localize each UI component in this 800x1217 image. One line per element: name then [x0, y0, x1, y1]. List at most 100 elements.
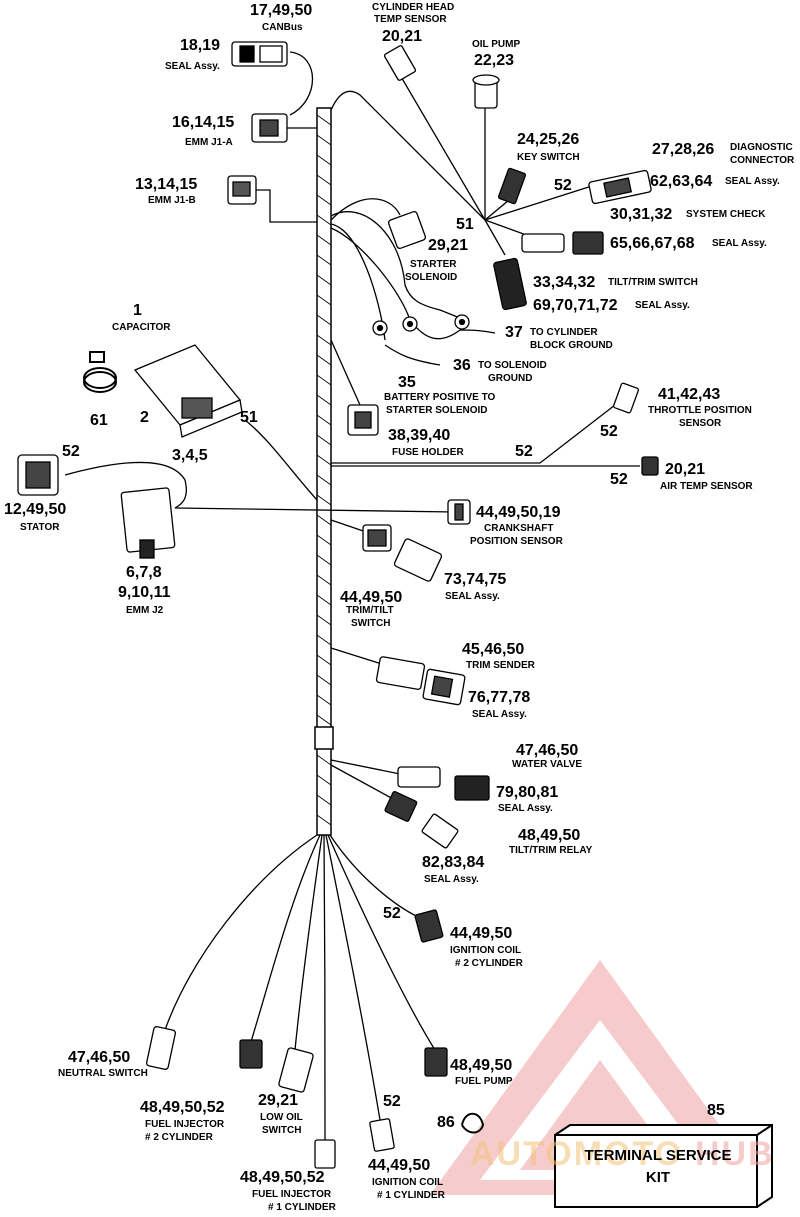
ref-86: 86: [437, 1114, 455, 1131]
system-check-number: 30,31,32: [610, 206, 673, 223]
seal-18-number: 18,19: [180, 37, 221, 54]
emm-j2-number-2: 9,10,11: [118, 584, 171, 601]
coil1-caption-2: # 1 CYLINDER: [377, 1190, 445, 1201]
starter-solenoid-connector: [387, 210, 427, 250]
diagnostic-caption-1: DIAGNOSTIC: [730, 142, 793, 153]
capacitor-number: 1: [133, 302, 142, 319]
tps-connector: [613, 382, 639, 414]
terminal-kit-title-2: KIT: [645, 1169, 671, 1186]
emm-j2-caption: EMM J2: [126, 605, 164, 616]
seal-79-number: 79,80,81: [496, 784, 559, 801]
low-oil-switch: [278, 1047, 314, 1093]
coil2-caption-1: IGNITION COIL: [450, 945, 522, 956]
seal-73-caption: SEAL Assy.: [445, 591, 500, 602]
oil-pump-caption: OIL PUMP: [472, 39, 521, 50]
ref-2: 2: [140, 409, 149, 426]
block-ground-number: 37: [505, 324, 523, 341]
fuel-pump-connector: [424, 1047, 448, 1077]
terminal-kit-box: [554, 1124, 773, 1208]
low-oil-caption-2: SWITCH: [262, 1125, 302, 1136]
coil2-number: 44,49,50: [450, 925, 513, 942]
trim-tilt-switch-caption-2: SWITCH: [351, 618, 391, 629]
diagnostic-number: 27,28,26: [652, 141, 715, 158]
injector2-caption-1: FUEL INJECTOR: [145, 1119, 225, 1130]
crankshaft-sensor: [447, 499, 471, 525]
injector2-caption-2: # 2 CYLINDER: [145, 1132, 213, 1143]
key-switch-connector: [497, 167, 527, 205]
relay-connector: [384, 790, 459, 849]
ref-52-diagnostic: 52: [554, 177, 572, 194]
seal-73-number: 73,74,75: [444, 571, 507, 588]
air-temp-connector: [641, 456, 659, 476]
diag-seal-caption: SEAL Assy.: [725, 176, 780, 187]
coil1-number: 44,49,50: [368, 1157, 431, 1174]
seal-73-connector: [393, 538, 443, 582]
starter-number: 29,21: [428, 237, 469, 254]
coil1-connector: [369, 1118, 395, 1152]
block-ground-caption-2: BLOCK GROUND: [530, 340, 613, 351]
starter-caption-1: STARTER: [410, 259, 457, 270]
block-ground-caption-1: TO CYLINDER: [530, 327, 598, 338]
canbus-number: 17,49,50: [250, 2, 313, 19]
emm-j1b-connector: [227, 175, 257, 205]
oil-pump-connector: [472, 74, 500, 109]
seal-76-caption: SEAL Assy.: [472, 709, 527, 720]
trim-tilt-switch-connector: [362, 524, 392, 552]
trim-sender-number: 45,46,50: [462, 641, 525, 658]
canbus-caption: CANBus: [262, 22, 303, 33]
tilt-seal-caption: SEAL Assy.: [635, 300, 690, 311]
ref-61: 61: [90, 412, 108, 429]
emm-j1a-number: 16,14,15: [172, 114, 235, 131]
ref-52-tps: 52: [600, 423, 618, 440]
battery-number: 35: [398, 374, 416, 391]
relay-number: 48,49,50: [518, 827, 581, 844]
fuel-pump-caption: FUEL PUMP: [455, 1076, 513, 1087]
coil1-caption-1: IGNITION COIL: [372, 1177, 444, 1188]
connector-shapes: [17, 41, 773, 1208]
emm-j2-connector: [120, 487, 176, 559]
fuse-holder: [347, 404, 379, 436]
injector2-connector: [239, 1039, 263, 1069]
seal-79-caption: SEAL Assy.: [498, 803, 553, 814]
main-harness-trunk: [314, 107, 334, 836]
terminal-kit-title-1: TERMINAL SERVICE: [584, 1147, 732, 1164]
tilt-seal-number: 69,70,71,72: [533, 297, 618, 314]
fuse-holder-number: 38,39,40: [388, 427, 451, 444]
oil-pump-number: 22,23: [474, 52, 515, 69]
seal-76-number: 76,77,78: [468, 689, 531, 706]
water-valve-number: 47,46,50: [516, 742, 579, 759]
injector1-connector: [314, 1139, 336, 1169]
ref-52-coil1: 52: [383, 1093, 401, 1110]
low-oil-caption-1: LOW OIL: [260, 1112, 303, 1123]
injector1-caption-1: FUEL INJECTOR: [252, 1189, 332, 1200]
trim-sender-connector: [375, 656, 466, 706]
capacitor-body: [133, 344, 243, 438]
injector1-caption-2: # 1 CYLINDER: [268, 1202, 336, 1213]
cht-number: 20,21: [382, 28, 423, 45]
ref-52-coil2: 52: [383, 905, 401, 922]
emm-j2-number-1: 6,7,8: [126, 564, 162, 581]
air-temp-caption: AIR TEMP SENSOR: [660, 481, 753, 492]
tilt-trim-switch-caption: TILT/TRIM SWITCH: [608, 277, 698, 288]
water-valve-caption: WATER VALVE: [512, 759, 582, 770]
diagnostic-connector: [588, 169, 652, 205]
ring-terminals: [372, 314, 470, 336]
system-check-connector: [521, 231, 604, 255]
diagnostic-caption-2: CONNECTOR: [730, 155, 795, 166]
solenoid-ground-caption-2: GROUND: [488, 373, 533, 384]
water-valve-connector: [397, 766, 490, 801]
starter-caption-2: SOLENOID: [405, 272, 458, 283]
injector2-number: 48,49,50,52: [140, 1099, 225, 1116]
ref-52-air: 52: [610, 471, 628, 488]
seal-82-number: 82,83,84: [422, 854, 485, 871]
injector1-number: 48,49,50,52: [240, 1169, 325, 1186]
neutral-switch-number: 47,46,50: [68, 1049, 131, 1066]
coil2-caption-2: # 2 CYLINDER: [455, 958, 523, 969]
trim-sender-caption: TRIM SENDER: [466, 660, 535, 671]
stator-caption: STATOR: [20, 522, 60, 533]
harness-wires: [64, 51, 640, 1141]
neutral-switch-caption: NEUTRAL SWITCH: [58, 1068, 148, 1079]
trim-tilt-switch-number: 44,49,50: [340, 589, 403, 606]
diag-seal-number: 62,63,64: [650, 173, 713, 190]
emm-j1a-connector: [251, 113, 288, 143]
